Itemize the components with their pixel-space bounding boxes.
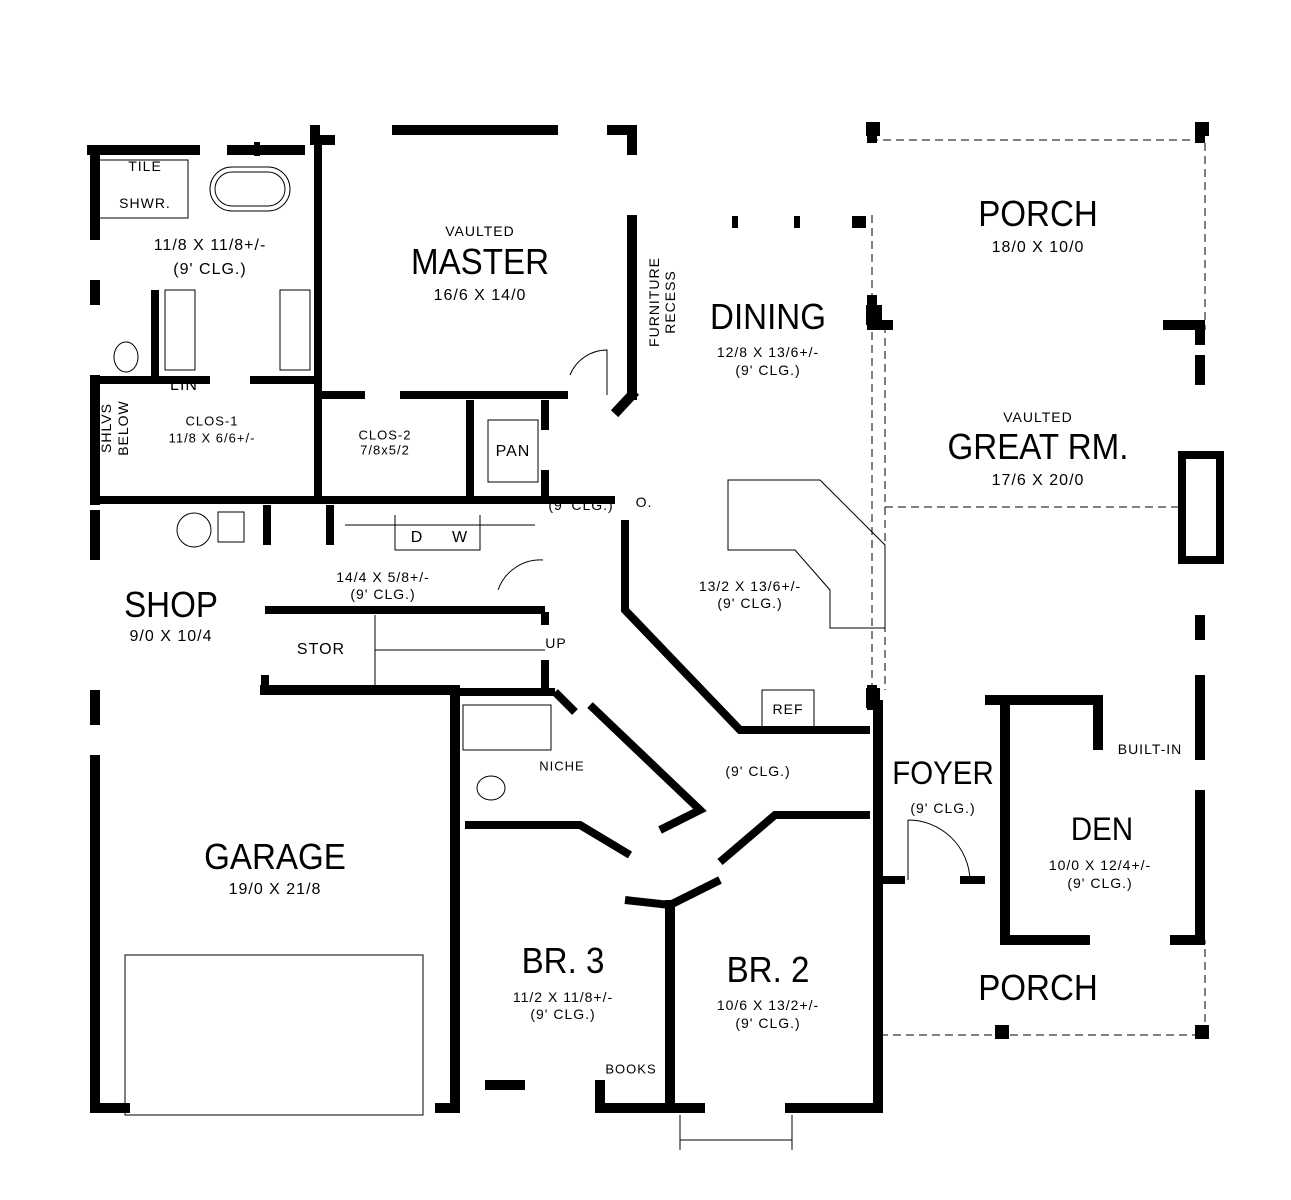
interior-walls — [95, 140, 1224, 910]
kitchen-dims: 13/2 X 13/6+/- — [698, 578, 802, 594]
master-bath-dims: 11/8 X 11/8+/- — [153, 237, 267, 254]
refrigerator-label: REF — [772, 701, 804, 717]
den-dims: 10/0 X 12/4+/- — [1048, 857, 1152, 873]
master-bath-shower-label: SHWR. — [119, 195, 171, 211]
bedroom-2-dims: 10/6 X 13/2+/- — [716, 997, 820, 1013]
dining-dims: 12/8 X 13/6+/- — [716, 344, 820, 360]
linen-label: LIN — [170, 377, 198, 394]
master-dims: 16/6 X 14/0 — [433, 287, 527, 304]
rear-porch-name: PORCH — [978, 193, 1098, 234]
front-porch-name: PORCH — [978, 967, 1098, 1008]
bedroom-3-name: BR. 3 — [521, 940, 605, 981]
shelves-below-label: SHLVS BELOW — [98, 400, 131, 456]
built-in-label: BUILT-IN — [1117, 741, 1183, 757]
den-ceiling: (9' CLG.) — [1067, 875, 1133, 891]
great-room-name: GREAT RM. — [947, 426, 1129, 467]
shop-name: SHOP — [124, 584, 218, 625]
shop-dims: 9/0 X 10/4 — [129, 628, 213, 645]
dining-name: DINING — [710, 296, 826, 337]
closet-1-name: CLOS-1 — [185, 413, 239, 429]
closet-1-dims: 11/8 X 6/6+/- — [168, 430, 256, 446]
window-marks — [254, 122, 1209, 1039]
foyer-ceiling: (9' CLG.) — [910, 800, 976, 816]
foyer-name: FOYER — [892, 755, 994, 791]
pantry-label: PAN — [495, 443, 531, 460]
rear-porch-dims: 18/0 X 10/0 — [991, 239, 1085, 256]
closet-2-name: CLOS-2 — [358, 427, 412, 443]
kitchen-ceiling: (9' CLG.) — [717, 595, 783, 611]
master-bath-ceiling: (9' CLG.) — [173, 261, 247, 278]
dryer-label: D — [410, 529, 424, 546]
utility-dims: 14/4 X 5/8+/- — [336, 569, 430, 585]
pantry-hall-ceiling: (9' CLG.) — [548, 497, 614, 513]
bedroom-3-ceiling: (9' CLG.) — [530, 1006, 596, 1022]
garage-name: GARAGE — [204, 836, 346, 877]
closet-2-dims: 7/8x5/2 — [360, 442, 410, 458]
hall-ceiling: (9' CLG.) — [725, 763, 791, 779]
bedroom-2-ceiling: (9' CLG.) — [735, 1015, 801, 1031]
master-vaulted-note: VAULTED — [445, 223, 515, 239]
bedroom-2-name: BR. 2 — [726, 949, 810, 990]
garage-dims: 19/0 X 21/8 — [228, 881, 322, 898]
bedroom-3-dims: 11/2 X 11/8+/- — [512, 989, 614, 1005]
dining-ceiling: (9' CLG.) — [735, 362, 801, 378]
stairs-up-label: UP — [545, 635, 567, 651]
niche-label: NICHE — [539, 758, 585, 774]
den-name: DEN — [1070, 811, 1134, 847]
storage-label: STOR — [296, 641, 346, 658]
exterior-walls — [87, 123, 1205, 1113]
books-label: BOOKS — [605, 1061, 657, 1077]
oven-label: O. — [635, 494, 653, 510]
master-bath-tile-label: TILE — [128, 158, 162, 174]
great-room-dims: 17/6 X 20/0 — [991, 472, 1085, 489]
utility-ceiling: (9' CLG.) — [350, 586, 416, 602]
great-room-vaulted-note: VAULTED — [1003, 409, 1073, 425]
master-name: MASTER — [410, 241, 550, 282]
furniture-recess-label: FURNITURE RECESS — [646, 257, 678, 347]
washer-label: W — [451, 529, 469, 546]
